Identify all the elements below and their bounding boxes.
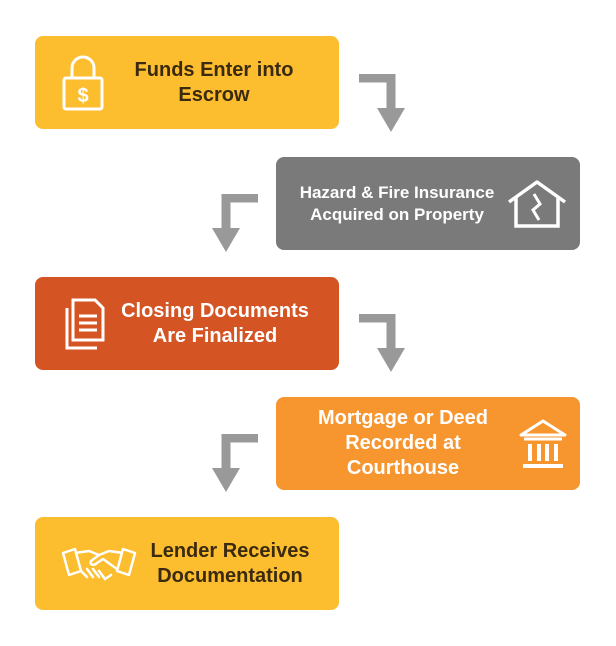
step-closing-documents: Closing Documents Are Finalized — [35, 277, 339, 370]
step-label: Closing Documents Are Finalized — [121, 299, 309, 347]
step-hazard-insurance: Hazard & Fire Insurance Acquired on Prop… — [276, 157, 580, 250]
step-label: Mortgage or Deed Recorded at Courthouse — [317, 407, 489, 479]
step-funds-escrow: $ Funds Enter into Escrow — [35, 36, 339, 129]
arrow-down-right-icon — [359, 314, 405, 372]
step-mortgage-recorded: Mortgage or Deed Recorded at Courthouse — [276, 397, 580, 490]
step-lender-receives: Lender Receives Documentation — [35, 517, 339, 610]
svg-text:$: $ — [77, 85, 88, 107]
arrow-down-right-icon — [359, 74, 405, 132]
arrow-down-left-icon — [212, 194, 258, 252]
lock-dollar-icon: $ — [61, 54, 105, 112]
step-label: Funds Enter into Escrow — [134, 58, 294, 106]
broken-house-icon — [506, 178, 568, 230]
handshake-icon — [61, 541, 137, 587]
step-label: Lender Receives Documentation — [150, 539, 310, 587]
courthouse-icon — [518, 417, 568, 471]
arrow-down-left-icon — [212, 434, 258, 492]
step-label: Hazard & Fire Insurance Acquired on Prop… — [299, 183, 495, 224]
documents-icon — [61, 296, 107, 352]
